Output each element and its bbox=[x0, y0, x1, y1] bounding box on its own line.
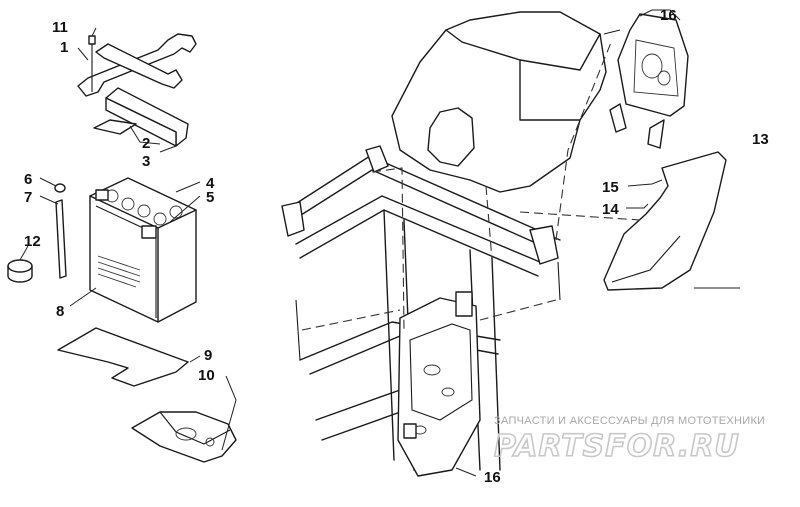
callout-5: 5 bbox=[206, 189, 214, 206]
watermark: ЗАПЧАСТИ И АКСЕССУАРЫ ДЛЯ МОТОТЕХНИКИ PA… bbox=[493, 415, 765, 465]
clamp-ring bbox=[7, 259, 33, 283]
side-panel bbox=[603, 151, 727, 291]
battery-strap bbox=[77, 33, 197, 97]
callout-14: 14 bbox=[602, 201, 619, 218]
battery-tray bbox=[131, 411, 237, 463]
seat-cover bbox=[391, 11, 621, 193]
callout-12: 12 bbox=[24, 233, 41, 250]
callout-16-bottom: 16 bbox=[484, 469, 501, 486]
leader-lines bbox=[19, 9, 740, 477]
callout-7: 7 bbox=[24, 189, 32, 206]
callout-8: 8 bbox=[56, 303, 64, 320]
watermark-logo: PARTSFOR.RU bbox=[494, 429, 740, 464]
callout-15: 15 bbox=[602, 179, 619, 196]
callout-9: 9 bbox=[204, 347, 212, 364]
callouts: 11 1 2 3 6 7 4 5 12 8 9 10 16 13 15 14 1… bbox=[24, 7, 769, 486]
battery bbox=[89, 177, 197, 323]
callout-6: 6 bbox=[24, 171, 32, 188]
callout-16-top: 16 bbox=[660, 7, 677, 24]
callout-13: 13 bbox=[752, 131, 769, 148]
tail-light bbox=[609, 13, 689, 149]
callout-1: 1 bbox=[60, 39, 68, 56]
callout-11: 11 bbox=[52, 19, 68, 36]
vent-tube bbox=[54, 183, 67, 279]
tray-pad bbox=[57, 327, 189, 387]
callout-10: 10 bbox=[198, 367, 215, 384]
frame bbox=[281, 39, 641, 477]
watermark-tagline: ЗАПЧАСТИ И АКСЕССУАРЫ ДЛЯ МОТОТЕХНИКИ bbox=[494, 415, 765, 427]
battery-pads bbox=[93, 87, 189, 147]
callout-2: 2 bbox=[142, 135, 150, 152]
callout-3: 3 bbox=[142, 153, 150, 170]
callout-4: 4 bbox=[206, 175, 215, 192]
